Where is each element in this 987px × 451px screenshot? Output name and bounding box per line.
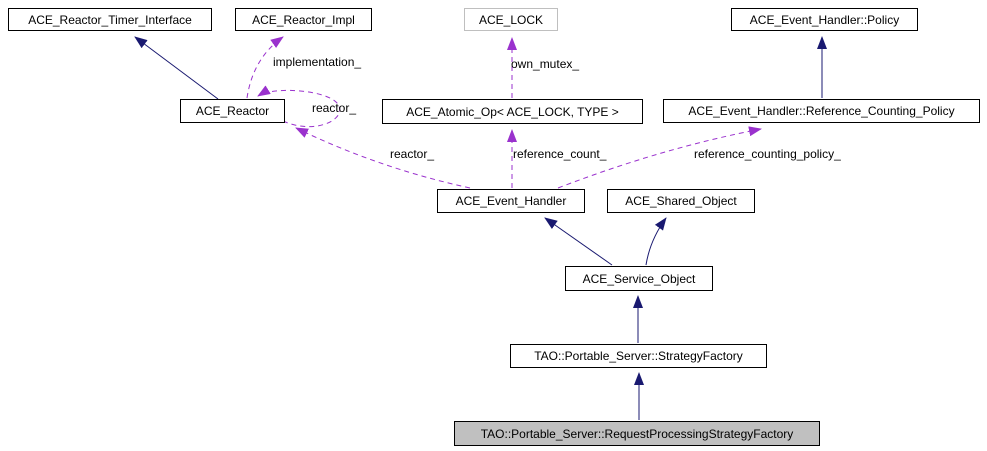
- node-tao-portable-server-strategyfactory[interactable]: TAO::Portable_Server::StrategyFactory: [510, 344, 767, 368]
- edge-usage-reactor-self-loop: [257, 85, 341, 128]
- edge-usage-handler-to-refpol: [557, 126, 762, 189]
- edge-label-reference-count: reference_count_: [513, 147, 607, 161]
- node-label: ACE_Reactor_Impl: [252, 12, 355, 27]
- node-label: ACE_Reactor_Timer_Interface: [28, 12, 192, 27]
- node-tao-portable-server-requestprocessingstrategyfactory: TAO::Portable_Server::RequestProcessingS…: [454, 421, 820, 446]
- edge-label-implementation: implementation_: [273, 55, 362, 69]
- node-ace-event-handler[interactable]: ACE_Event_Handler: [437, 189, 585, 213]
- edge-inheritance-service-to-shared: [645, 217, 667, 266]
- node-ace-reactor-timer-interface[interactable]: ACE_Reactor_Timer_Interface: [8, 8, 212, 31]
- edge-label-reference-counting-policy: reference_counting_policy_: [694, 147, 841, 161]
- node-ace-event-handler-policy[interactable]: ACE_Event_Handler::Policy: [731, 8, 918, 31]
- node-ace-lock: ACE_LOCK: [464, 8, 558, 31]
- node-ace-reactor[interactable]: ACE_Reactor: [180, 99, 285, 123]
- node-ace-service-object[interactable]: ACE_Service_Object: [565, 266, 713, 291]
- edge-label-reactor: reactor_: [390, 147, 435, 161]
- edge-label-reactor-self: reactor_: [312, 101, 357, 115]
- edge-label-own-mutex: own_mutex_: [511, 57, 580, 71]
- edge-inheritance-service-to-handler: [544, 217, 613, 266]
- edge-usage-reactor-to-impl: [246, 36, 284, 99]
- edge-inheritance-reactor-to-timer: [134, 36, 219, 100]
- edge-usage-handler-to-reactor: [295, 127, 471, 189]
- node-ace-reactor-impl[interactable]: ACE_Reactor_Impl: [235, 8, 372, 31]
- node-label: ACE_Atomic_Op< ACE_LOCK, TYPE >: [406, 104, 619, 119]
- node-label: ACE_Event_Handler: [455, 194, 567, 208]
- node-ace-shared-object[interactable]: ACE_Shared_Object: [607, 189, 755, 213]
- node-label: ACE_Shared_Object: [625, 194, 737, 208]
- node-ace-atomic-op[interactable]: ACE_Atomic_Op< ACE_LOCK, TYPE >: [382, 99, 643, 124]
- node-label: ACE_LOCK: [478, 12, 544, 27]
- node-label: ACE_Event_Handler::Policy: [749, 12, 900, 27]
- node-label: ACE_Service_Object: [582, 271, 696, 286]
- node-label: ACE_Event_Handler::Reference_Counting_Po…: [688, 104, 955, 118]
- node-ace-event-handler-reference-counting-policy[interactable]: ACE_Event_Handler::Reference_Counting_Po…: [663, 99, 980, 123]
- node-label: ACE_Reactor: [195, 104, 270, 118]
- node-label: TAO::Portable_Server::RequestProcessingS…: [480, 426, 794, 441]
- node-label: TAO::Portable_Server::StrategyFactory: [534, 349, 743, 363]
